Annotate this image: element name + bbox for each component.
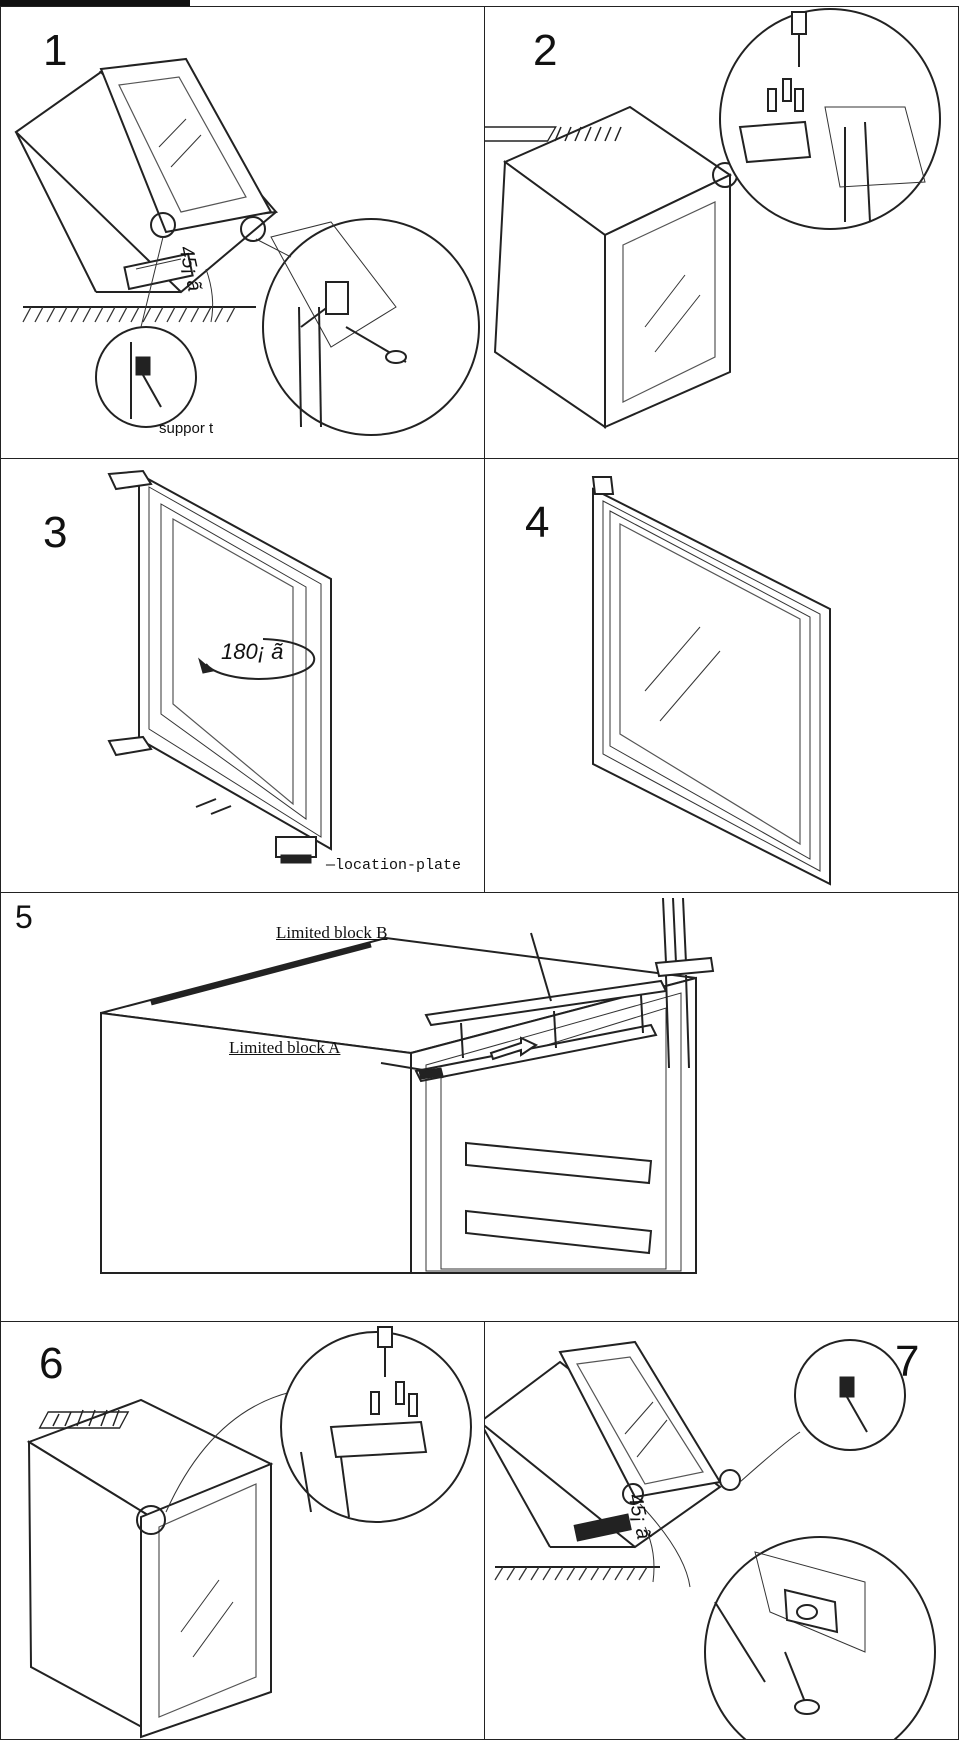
location-plate-label: —location-plate xyxy=(326,857,462,874)
step-7-illustration xyxy=(485,1339,936,1739)
step-6-illustration xyxy=(26,1326,472,1739)
panel-step-2: 2 xyxy=(484,6,959,459)
slide-arrow-icon xyxy=(489,1036,539,1061)
limited-block-a-label: Limited block A xyxy=(229,1038,341,1057)
panel-step-7: 7 xyxy=(484,1321,959,1740)
rotate-arrow-icon xyxy=(205,638,316,680)
step-number: 4 xyxy=(525,498,550,547)
step-number: 2 xyxy=(533,26,558,75)
step-number: 5 xyxy=(15,899,33,935)
step-2-illustration xyxy=(485,8,941,429)
step-number: 3 xyxy=(43,508,68,557)
panel-step-3: 3 180¡ ã —location-plate xyxy=(0,458,485,893)
panel-step-1: 1 xyxy=(0,6,485,459)
step-1-illustration xyxy=(14,57,480,436)
panel-step-4: 4 xyxy=(484,458,959,893)
step-5-illustration xyxy=(100,897,715,1274)
step-3-illustration xyxy=(107,469,332,864)
support-label: suppor t xyxy=(159,420,214,437)
step-number: 6 xyxy=(39,1339,64,1388)
panel-step-5: 5 xyxy=(0,892,959,1322)
rotation-angle-label: 180¡ ã xyxy=(221,639,284,664)
step-number: 1 xyxy=(43,26,68,75)
panel-step-6: 6 xyxy=(0,1321,485,1740)
limited-block-b-label: Limited block B xyxy=(276,923,388,942)
step-4-illustration xyxy=(591,476,831,886)
header-bar xyxy=(0,0,190,10)
